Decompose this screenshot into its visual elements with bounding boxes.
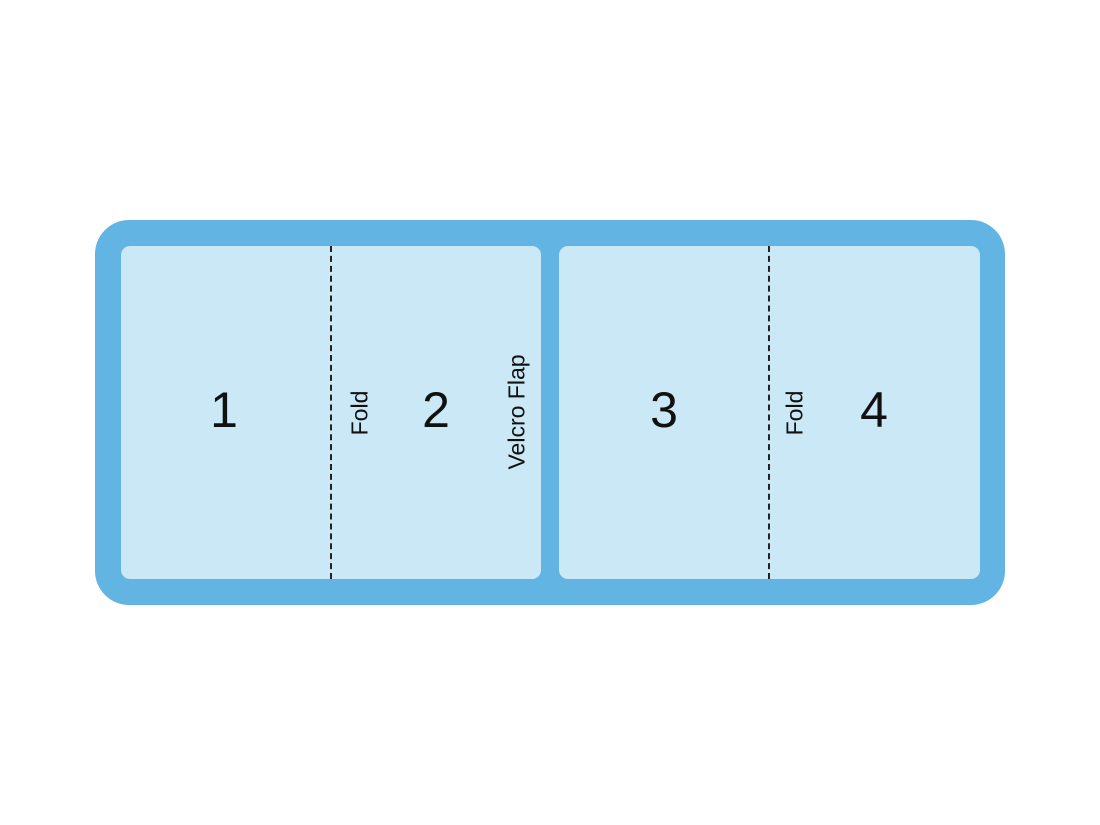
velcro-flap-label: Velcro Flap bbox=[503, 354, 530, 470]
fold-line-left bbox=[330, 246, 332, 579]
panel-number-4: 4 bbox=[860, 382, 888, 438]
fold-label-right: Fold bbox=[781, 390, 808, 436]
fold-line-right bbox=[768, 246, 770, 579]
panel-number-1: 1 bbox=[210, 382, 238, 438]
panel-number-3: 3 bbox=[650, 382, 678, 438]
panel-number-2: 2 bbox=[422, 382, 450, 438]
fold-label-left: Fold bbox=[346, 390, 373, 436]
